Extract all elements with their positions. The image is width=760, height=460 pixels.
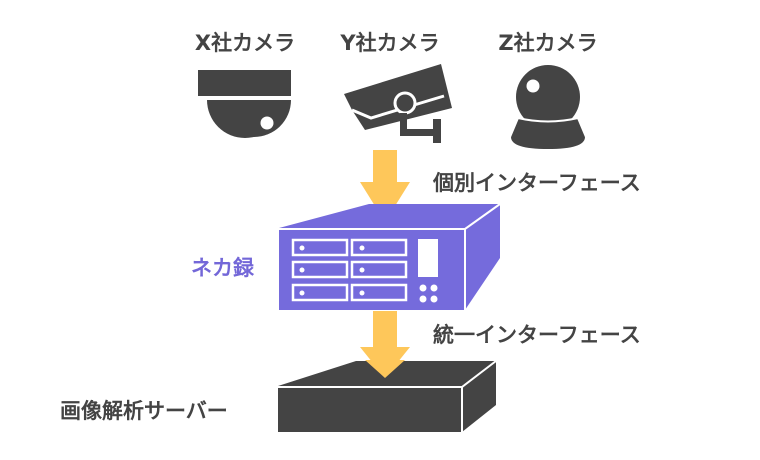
ptz-camera-icon	[508, 65, 588, 152]
bullet-camera-icon	[344, 64, 452, 143]
camera-label-z: Z社カメラ	[498, 31, 597, 55]
camera-label-y: Y社カメラ	[339, 31, 439, 55]
camera-label-x: X社カメラ	[195, 31, 295, 55]
individual-interface-label: 個別インターフェース	[432, 171, 641, 195]
unified-interface-label: 統一インターフェース	[433, 323, 641, 347]
nvr-device-icon	[279, 203, 501, 310]
arrow-down-icon	[360, 150, 410, 222]
server-label: 画像解析サーバー	[60, 399, 228, 423]
arrow-tip	[365, 360, 405, 378]
dome-camera-icon	[198, 70, 291, 138]
nvr-label: ネカ録	[191, 256, 255, 280]
